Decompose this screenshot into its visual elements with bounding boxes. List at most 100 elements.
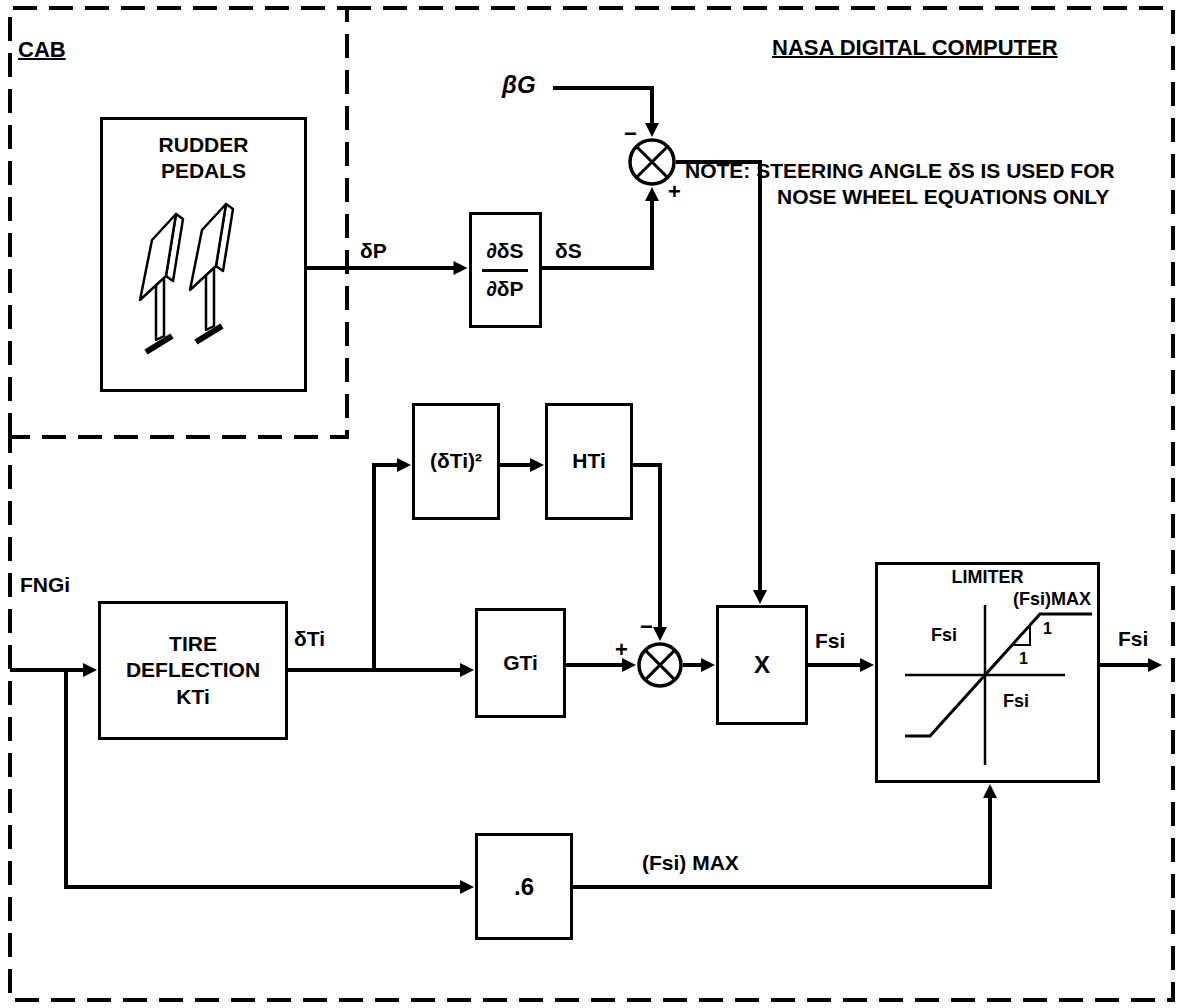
signal-connector [808, 663, 867, 667]
graph-axis [984, 605, 987, 765]
signal-wire [553, 88, 652, 130]
box-text: ∂δS [482, 238, 527, 271]
signal-connector [633, 465, 660, 634]
rudder-pedals-illustration [140, 204, 233, 352]
text-holder: NASA DIGITAL COMPUTER [772, 34, 1058, 62]
process-box: (δTi)² [412, 403, 500, 520]
edge-label-holder: (Fsi) MAX [640, 850, 741, 876]
process-box: GTi [475, 608, 566, 718]
label-holder: Fsi [1116, 626, 1150, 652]
junction-cross [645, 650, 675, 680]
text-holder: Fsi [1003, 691, 1029, 713]
summing-junction: −+ [628, 138, 676, 186]
box-text: .6 [514, 872, 534, 902]
text-holder: + [668, 178, 681, 206]
limiter-graph [905, 605, 1092, 765]
node-text: + [668, 178, 681, 206]
text-holder: − [640, 613, 653, 641]
text-holder: − [624, 120, 637, 148]
pedal-foot [196, 326, 222, 342]
signal-connector [307, 266, 461, 270]
pedal-foot [146, 336, 172, 352]
box-content: X [754, 650, 770, 680]
text-holder: CAB [18, 36, 66, 64]
box-content: RUDDER PEDALS [159, 132, 249, 185]
node-text: − [640, 613, 653, 641]
junction-circle [630, 140, 674, 184]
box-text: X [754, 650, 770, 680]
text-holder: + [615, 636, 628, 664]
slope-triangle [1012, 625, 1030, 645]
node-text: LIMITER [878, 567, 1097, 589]
box-content: ∂δS∂δP [482, 238, 527, 302]
signal-connector [573, 791, 990, 887]
region-frame: CAB RUDDER PEDALS [0, 0, 347, 437]
node-text: 1 [1019, 649, 1028, 668]
signal-wire [10, 668, 90, 672]
junction-circle [639, 644, 681, 686]
node-text: − [624, 120, 637, 148]
box-content: (δTi)² [430, 448, 482, 474]
signal-connector [500, 463, 537, 467]
box-text: RUDDER PEDALS [159, 132, 249, 185]
signal-connector [566, 663, 629, 667]
box-content: TIRE DEFLECTION KTi [126, 631, 260, 710]
text-holder: LIMITER [878, 567, 1097, 589]
text-holder: Fsi [931, 625, 957, 647]
cab-region-outline [10, 8, 347, 437]
pedal-plate [140, 214, 176, 300]
node-text: + [615, 636, 628, 664]
box-content: HTi [572, 448, 605, 474]
limiter-box: LIMITER(Fsi)MAXFsi11Fsi [875, 562, 1100, 783]
process-box: .6 [475, 833, 573, 940]
edge-label-holder: δTi [292, 626, 327, 652]
pedal-plate [190, 204, 226, 290]
process-box: TIRE DEFLECTION KTi [98, 601, 288, 740]
pedal-stem [156, 278, 164, 340]
junction-cross [636, 146, 667, 177]
signal-wire [1100, 663, 1155, 667]
label-holder: NOTE: STEERING ANGLE δS IS USED FOR NOSE… [775, 158, 1125, 211]
signal-connector [288, 465, 404, 670]
text-holder: 1 [1043, 619, 1052, 638]
text-holder: (Fsi)MAX [1013, 589, 1091, 611]
edge-label-holder: δP [358, 238, 389, 264]
process-box: RUDDER PEDALS [100, 117, 307, 392]
text-holder: 1 [1019, 649, 1028, 668]
junction-symbol [637, 642, 683, 688]
box-text: TIRE DEFLECTION KTi [126, 631, 260, 710]
process-box: X [716, 605, 808, 725]
pedal-stem [206, 268, 214, 330]
label-holder: βG [500, 70, 538, 100]
process-box: HTi [545, 403, 633, 520]
computer-region-outline [10, 8, 1173, 1000]
node-text: NASA DIGITAL COMPUTER [772, 34, 1058, 62]
edge-label: δTi [292, 626, 327, 652]
node-text: Fsi [931, 625, 957, 647]
signal-label: Fsi [1116, 626, 1150, 652]
signal-label: FNGi [18, 572, 72, 598]
node-text: Fsi [1003, 691, 1029, 713]
box-text: (δTi)² [430, 448, 482, 474]
edge-label: Fsi [813, 628, 847, 654]
edge-label: (Fsi) MAX [640, 850, 741, 876]
summing-junction: −+ [637, 642, 683, 688]
signal-connector [542, 194, 653, 268]
signal-connector [288, 668, 467, 672]
node-text: (Fsi)MAX [1013, 589, 1091, 611]
label-holder: FNGi [18, 572, 72, 598]
saturation-curve [905, 614, 1092, 736]
edge-label-holder: δS [553, 238, 584, 264]
node-text: 1 [1043, 619, 1052, 638]
node-text: CAB [18, 36, 66, 64]
box-text: GTi [503, 650, 538, 676]
signal-wire [66, 670, 467, 887]
edge-label: δS [553, 238, 584, 264]
edge-label-holder: Fsi [813, 628, 847, 654]
edge-label: δP [358, 238, 389, 264]
signal-connector [676, 162, 760, 597]
process-box: ∂δS∂δP [469, 212, 542, 328]
box-content: .6 [514, 872, 534, 902]
signal-label: βG [500, 70, 538, 100]
